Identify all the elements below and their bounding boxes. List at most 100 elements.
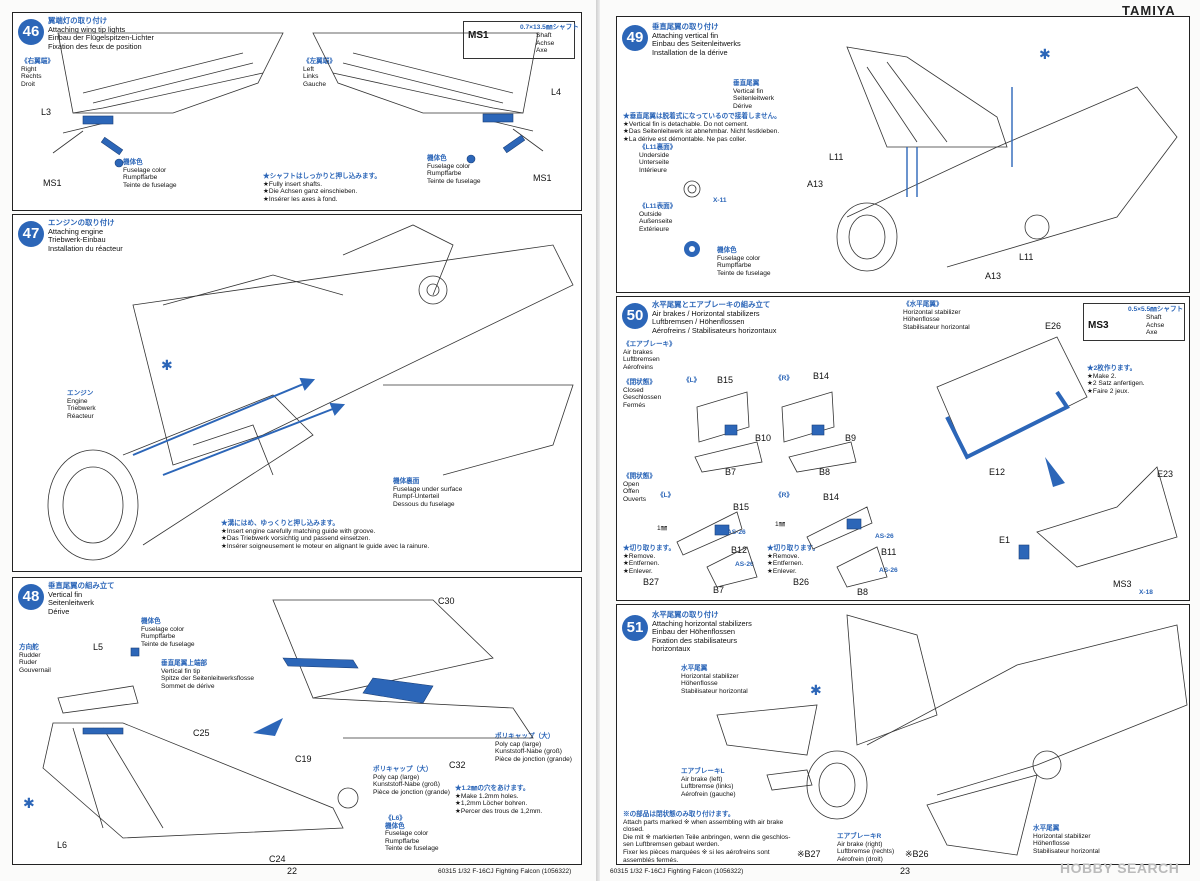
part-b12: B12	[731, 545, 748, 555]
part-as26-3: AS-26	[875, 533, 894, 540]
part-as26-1: AS-26	[727, 529, 746, 536]
svg-text:✱: ✱	[23, 796, 35, 812]
part-x11: X-11	[713, 197, 727, 204]
shaft-code: MS1	[468, 30, 489, 41]
side-l-open: 《L》	[657, 492, 675, 499]
step-50-number: 50	[622, 303, 648, 329]
part-a13-left: A13	[807, 179, 824, 189]
part-l11-bottom: L11	[1019, 252, 1034, 262]
polycap-large-left: ポリキャップ（大）Poly cap (large)Kunststoff-Nabe…	[373, 766, 450, 796]
step-47-number: 47	[18, 221, 44, 247]
mm-label-2: 1㎜	[775, 521, 786, 528]
closed-parts-note: ※の部品は閉状態のみ取り付けます。Attach parts marked ※ w…	[623, 811, 791, 864]
step-50-drawing	[676, 336, 1178, 588]
part-b15-closed: B15	[717, 375, 734, 385]
svg-text:✱: ✱	[1039, 47, 1051, 63]
part-e23: E23	[1157, 469, 1174, 479]
tamiya-logo: TAMIYA	[1122, 3, 1176, 18]
mm-label-1: 1㎜	[657, 525, 668, 532]
page-number-left: 22	[287, 866, 298, 876]
part-b9: B9	[845, 433, 857, 443]
part-ms1-right: MS1	[533, 173, 552, 183]
part-l11-top: L11	[829, 152, 844, 162]
part-as26-2: AS-26	[735, 561, 754, 568]
step-48-number: 48	[18, 584, 44, 610]
part-l3: L3	[41, 107, 52, 117]
footer-left: 60315 1/32 F-16CJ Fighting Falcon (10563…	[438, 868, 572, 875]
step-49-drawing: ✱	[683, 46, 1178, 272]
part-b15-open: B15	[733, 502, 750, 512]
part-b27-closed-only: ※B27	[797, 849, 821, 859]
shaft-ms3-size: 0.5×5.5㎜シャフト	[1128, 306, 1184, 313]
part-c24: C24	[269, 854, 286, 864]
side-r-closed: 《R》	[775, 375, 793, 382]
step-49-number: 49	[622, 25, 648, 51]
part-e12: E12	[989, 467, 1006, 477]
svg-text:✱: ✱	[161, 358, 173, 374]
part-l6: L6	[57, 840, 68, 850]
part-b14-open: B14	[823, 492, 840, 502]
part-l5: L5	[93, 642, 104, 652]
part-ms1-left: MS1	[43, 178, 62, 188]
detachable-note: ★垂直尾翼は脱着式になっているので接着しません。★Vertical fin is…	[623, 113, 781, 143]
part-b14-closed: B14	[813, 371, 830, 381]
part-c32: C32	[449, 760, 466, 770]
footer-right: 60315 1/32 F-16CJ Fighting Falcon (10563…	[610, 868, 744, 875]
shaft-size: 0.7×13.5㎜シャフト	[520, 24, 579, 31]
part-x18: X-18	[1139, 589, 1153, 596]
polycap-large-right: ポリキャップ（大）Poly cap (large)Kunststoff-Nabe…	[495, 733, 572, 763]
side-l-closed: 《L》	[683, 377, 701, 384]
remove-note-left: ★切り取ります。★Remove.★Entfernen.★Enlever.	[623, 545, 676, 575]
step-51-drawing: ✱	[716, 614, 1188, 856]
part-c19: C19	[295, 754, 312, 764]
watermark-text: HOBBY SEARCH	[1060, 860, 1180, 876]
part-b27: B27	[643, 577, 660, 587]
insert-shafts-note: ★シャフトはしっかりと押し込みます。★Fully insert shafts.★…	[263, 173, 382, 203]
step-51-number: 51	[622, 615, 648, 641]
part-e26: E26	[1045, 321, 1062, 331]
part-b7-open: B7	[713, 585, 725, 595]
step-48-drawing: ✱	[23, 599, 534, 839]
part-b26: B26	[793, 577, 810, 587]
part-b7-closed: B7	[725, 467, 737, 477]
part-e1: E1	[999, 535, 1011, 545]
step-47-drawing: ✱	[47, 224, 574, 561]
part-as26-4: AS-26	[879, 567, 898, 574]
part-ms3: MS3	[1113, 579, 1132, 589]
part-b26-closed-only: ※B26	[905, 849, 929, 859]
part-c30: C30	[438, 596, 455, 606]
side-r-open: 《R》	[775, 492, 793, 499]
part-a13-bottom: A13	[985, 271, 1002, 281]
